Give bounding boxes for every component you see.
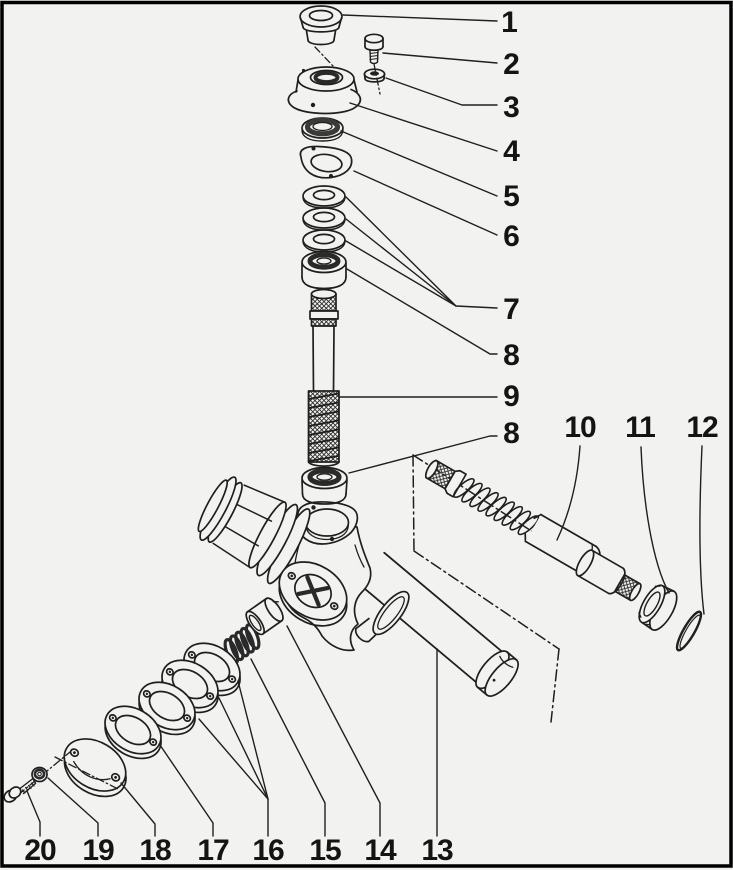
leader-8-upper [346, 268, 498, 355]
callout-label-8-upper: 8 [503, 339, 520, 372]
leader-20 [26, 790, 41, 837]
callout-label-20: 20 [24, 834, 56, 867]
part-8-upper-bearing [301, 250, 347, 290]
callout-label-7: 7 [503, 293, 520, 326]
callout-label-18: 18 [139, 834, 171, 867]
part-4-bearing-cover [287, 66, 362, 115]
callout-label-9: 9 [503, 380, 520, 413]
part-17-gasket [104, 705, 162, 760]
part-14-plunger [245, 597, 284, 636]
part-19-washer [31, 766, 48, 783]
part-1-cap [299, 5, 343, 46]
leader-4 [349, 102, 498, 152]
part-13-gear-housing [197, 476, 519, 697]
tube-bracket [354, 590, 410, 643]
leader-15 [250, 658, 326, 837]
leader-8-lower [348, 435, 498, 474]
leader-14 [286, 625, 381, 837]
leader-2 [382, 52, 498, 64]
part-11-ring-nut [638, 584, 678, 631]
callout-label-19: 19 [82, 834, 114, 867]
leader-19 [47, 777, 99, 837]
leader-lines [26, 14, 705, 837]
leader-10 [556, 445, 581, 541]
callout-label-4: 4 [503, 135, 520, 168]
leader-16b [218, 697, 269, 800]
leader-7c [345, 240, 498, 309]
callout-label-5: 5 [503, 180, 520, 213]
leader-17 [159, 744, 214, 837]
leader-18 [120, 782, 156, 837]
leader-5 [340, 130, 498, 197]
part-6-gasket-plate [299, 145, 353, 179]
callout-label-13: 13 [421, 834, 453, 867]
housing-neck-face [297, 501, 359, 545]
callout-label-3: 3 [503, 91, 520, 124]
rack-end-piece [575, 549, 642, 602]
part-18-cover-plate [63, 738, 127, 798]
part-3-nut [363, 68, 386, 83]
leader-16a [198, 718, 269, 800]
part-7-shim-washers [302, 185, 346, 253]
callout-label-2: 2 [503, 48, 520, 81]
part-12-o-ring [675, 610, 703, 652]
housing-flange [278, 561, 348, 627]
part-15-spring [223, 623, 261, 665]
part-16-gaskets [138, 642, 241, 736]
leader-3 [385, 77, 498, 106]
callout-label-15: 15 [309, 834, 341, 867]
part-5-seal-ring [301, 117, 344, 142]
callout-label-6: 6 [503, 220, 520, 253]
leader-6 [353, 170, 498, 236]
leader-16c [237, 680, 269, 837]
leader-1 [342, 14, 498, 22]
part-8-lower-bearing [301, 466, 348, 505]
callout-label-10: 10 [564, 411, 596, 444]
leader-7a [345, 196, 457, 307]
callout-label-11: 11 [625, 411, 656, 444]
callout-label-1: 1 [501, 6, 518, 39]
callout-label-17: 17 [197, 834, 229, 867]
part-2-bolt [364, 33, 384, 65]
callout-label-8-lower: 8 [503, 417, 520, 450]
callout-label-14: 14 [364, 834, 396, 867]
part-20-bolt [3, 777, 37, 803]
part-9-worm-shaft [307, 288, 340, 467]
housing-tube [357, 551, 519, 697]
leader-7b [345, 218, 457, 307]
leader-11 [640, 446, 670, 594]
leader-12 [699, 445, 705, 615]
housing-side-cylinder [197, 476, 311, 585]
callout-label-12: 12 [686, 411, 718, 444]
callout-label-16: 16 [252, 834, 284, 867]
